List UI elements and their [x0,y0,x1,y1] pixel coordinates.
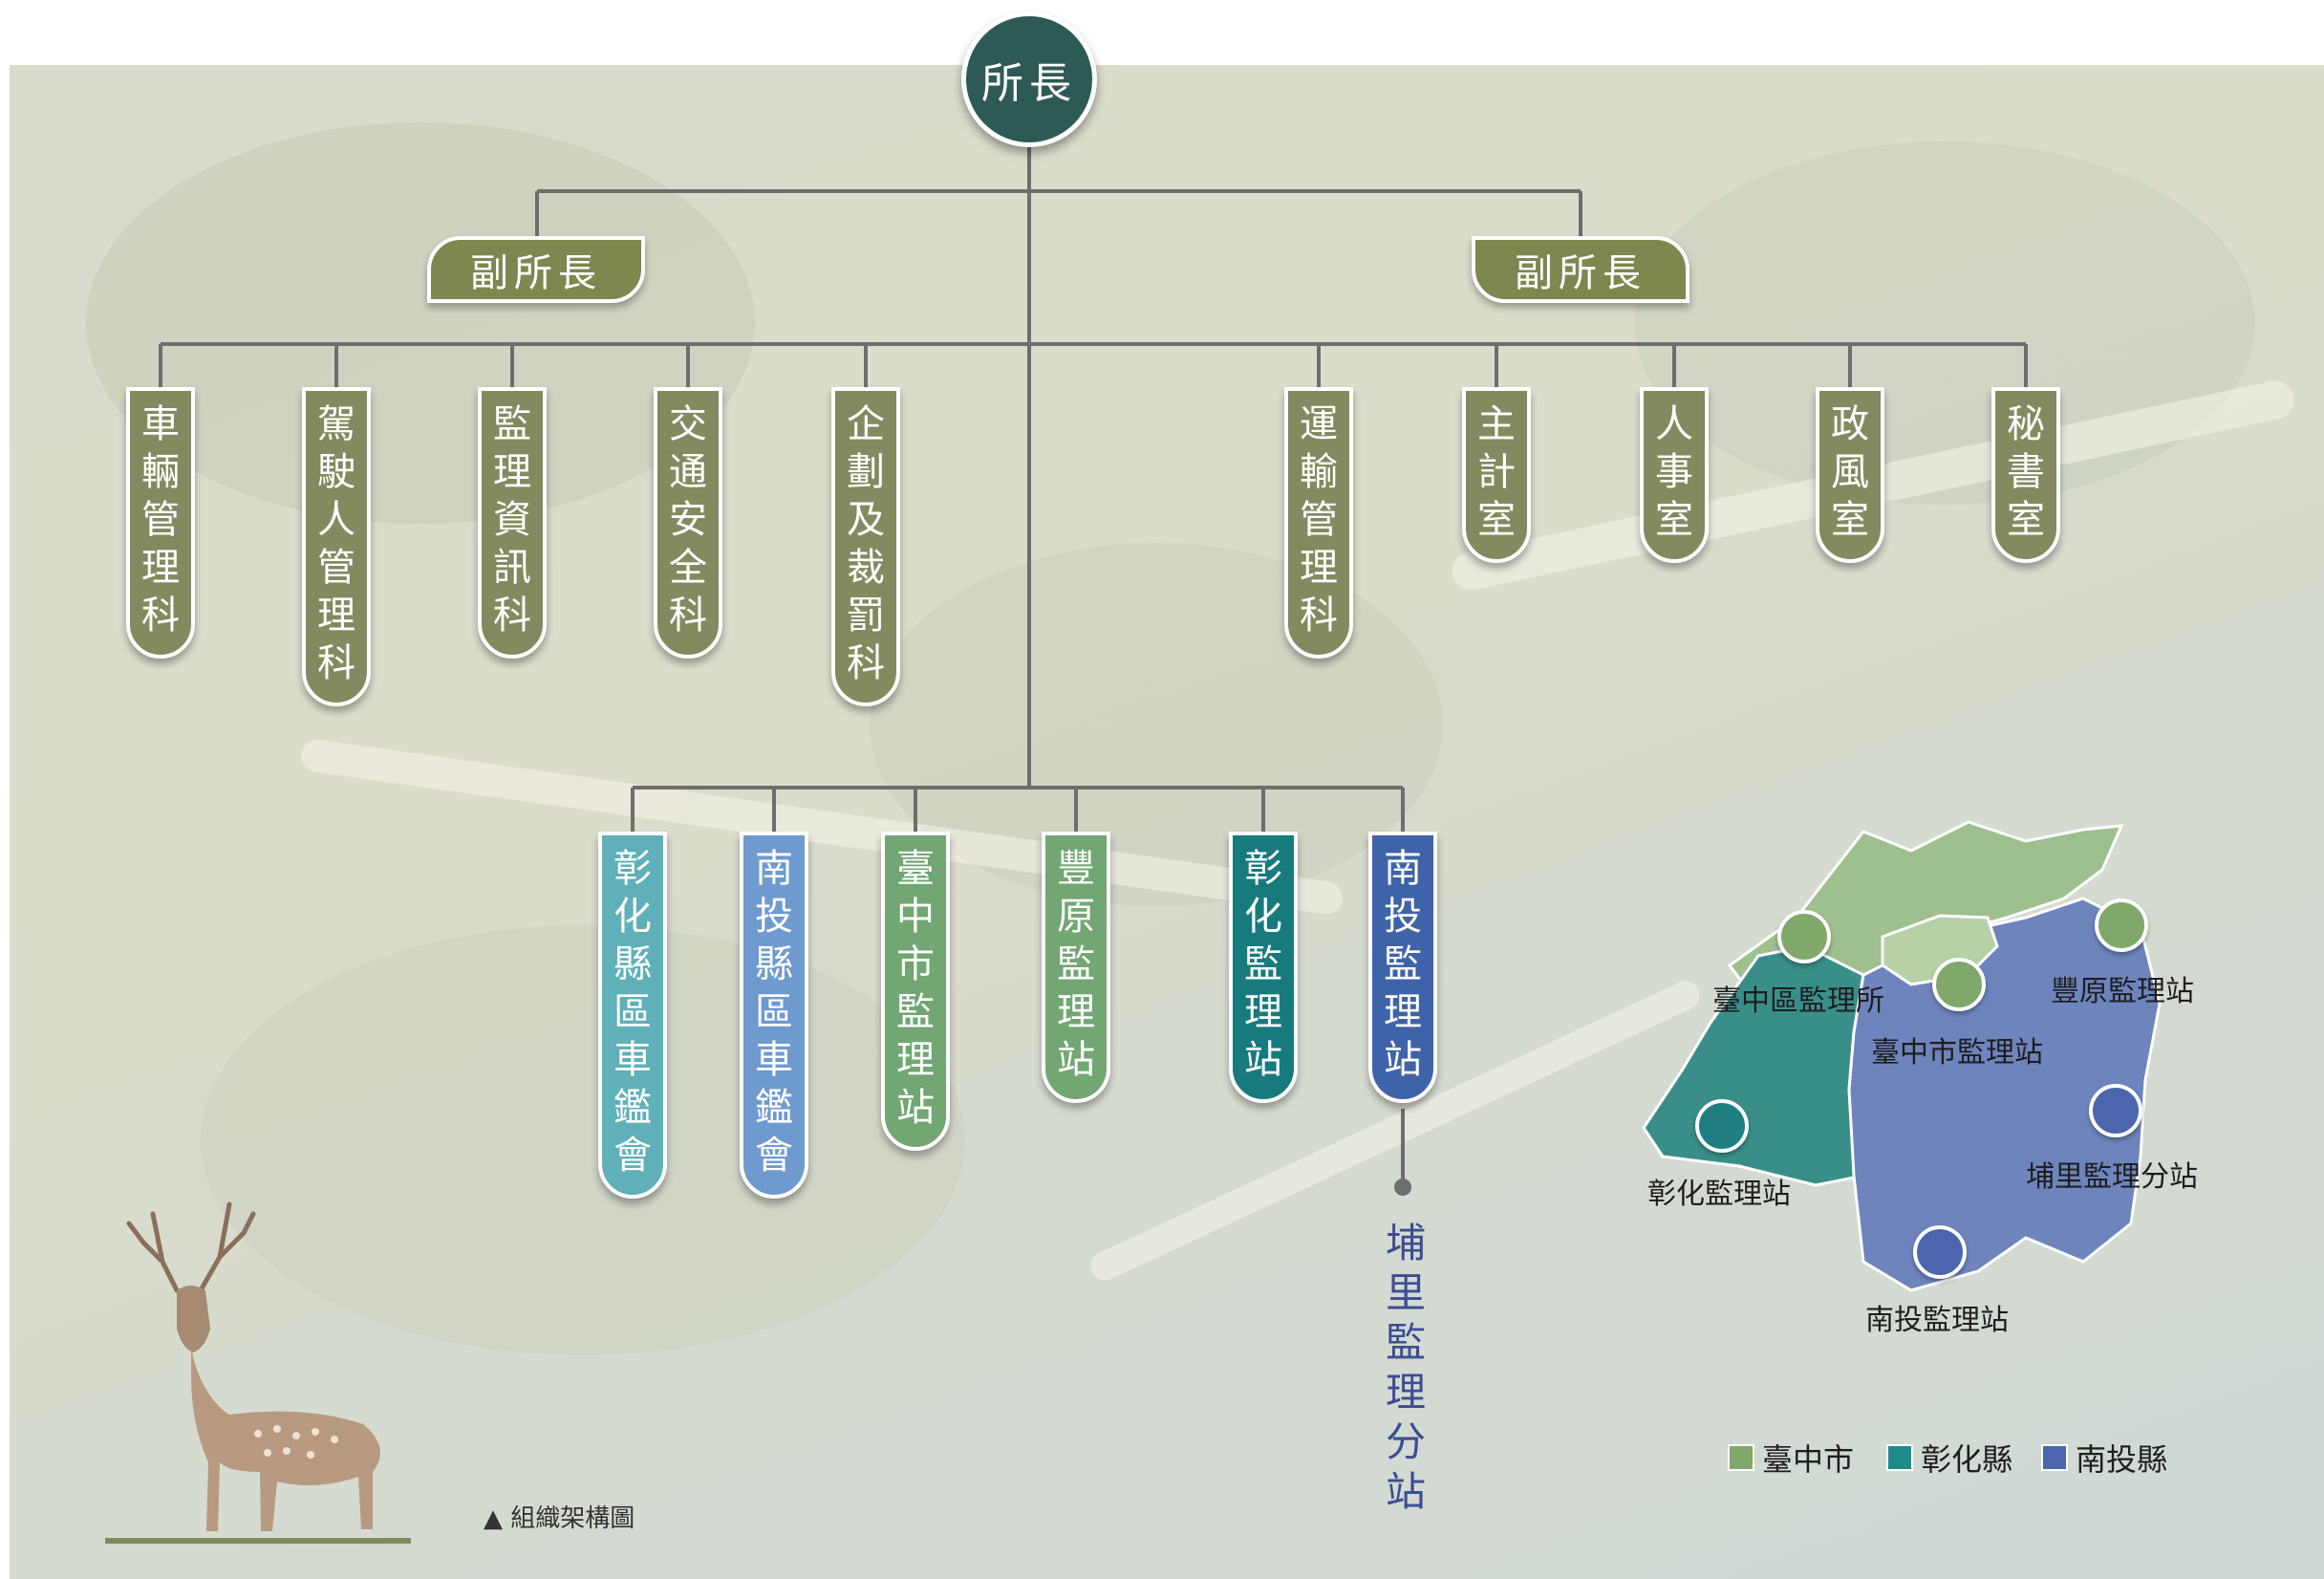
map-region-nantou [1847,897,2162,1292]
map-label-puli: 埔里監理分站 [2026,1160,2198,1194]
dept-right-1: 運輸管理科 [1284,387,1353,659]
map-label-fengyuan: 豐原監理站 [2051,975,2194,1008]
station-5: 彰化監理站 [1229,832,1298,1103]
dept-left-3: 監理資訊科 [478,387,547,659]
bg-field [201,925,965,1355]
dept-left-5: 企劃及裁罰科 [831,387,900,706]
legend-swatch-nantou [2041,1444,2068,1471]
station-2: 南投縣區車鑑會 [740,832,808,1199]
station-6: 南投監理站 [1368,832,1437,1103]
legend-taichung: 臺中市 [1728,1436,1854,1480]
deputy-director-left: 副所長 [427,236,645,303]
map-label-changhua: 彰化監理站 [1647,1178,1791,1211]
director-node: 所長 [961,11,1097,147]
deer-illustration [105,1201,411,1544]
dept-right-2: 主計室 [1462,387,1531,563]
legend-swatch-taichung [1728,1444,1754,1471]
dept-right-5: 秘書室 [1991,387,2060,563]
station-1: 彰化縣區車鑑會 [598,832,667,1199]
map-marker-4 [1695,1099,1749,1153]
dept-left-1: 車輛管理科 [126,387,195,659]
map-label-taichung-city: 臺中市監理站 [1871,1036,2043,1070]
station-4: 豐原監理站 [1042,832,1110,1103]
legend-changhua: 彰化縣 [1886,1436,2012,1480]
map-label-nantou: 南投監理站 [1865,1304,2009,1337]
legend-swatch-changhua [1886,1444,1913,1471]
map-marker-3 [2095,898,2148,952]
map-marker-6 [1913,1225,1967,1279]
legend-label-changhua: 彰化縣 [1921,1441,2013,1478]
legend-nantou: 南投縣 [2041,1436,2167,1480]
dept-right-4: 政風室 [1816,387,1884,563]
dept-left-4: 交通安全科 [654,387,722,659]
dept-left-2: 駕駛人管理科 [302,387,371,706]
deputy-director-right: 副所長 [1472,236,1689,303]
legend-label-nantou: 南投縣 [2076,1441,2168,1478]
station-3: 臺中市監理站 [881,832,950,1151]
map-marker-1 [1777,910,1831,963]
dept-right-3: 人事室 [1640,387,1709,563]
figure-caption: ▲ 組織架構圖 [484,1504,635,1533]
map-label-taichung-office: 臺中區監理所 [1712,984,1884,1018]
map-marker-5 [2089,1084,2142,1137]
map-marker-2 [1932,958,1986,1011]
legend-label-taichung: 臺中市 [1762,1441,1855,1478]
sub-station-puli: 埔里監理分站 [1385,1220,1426,1515]
